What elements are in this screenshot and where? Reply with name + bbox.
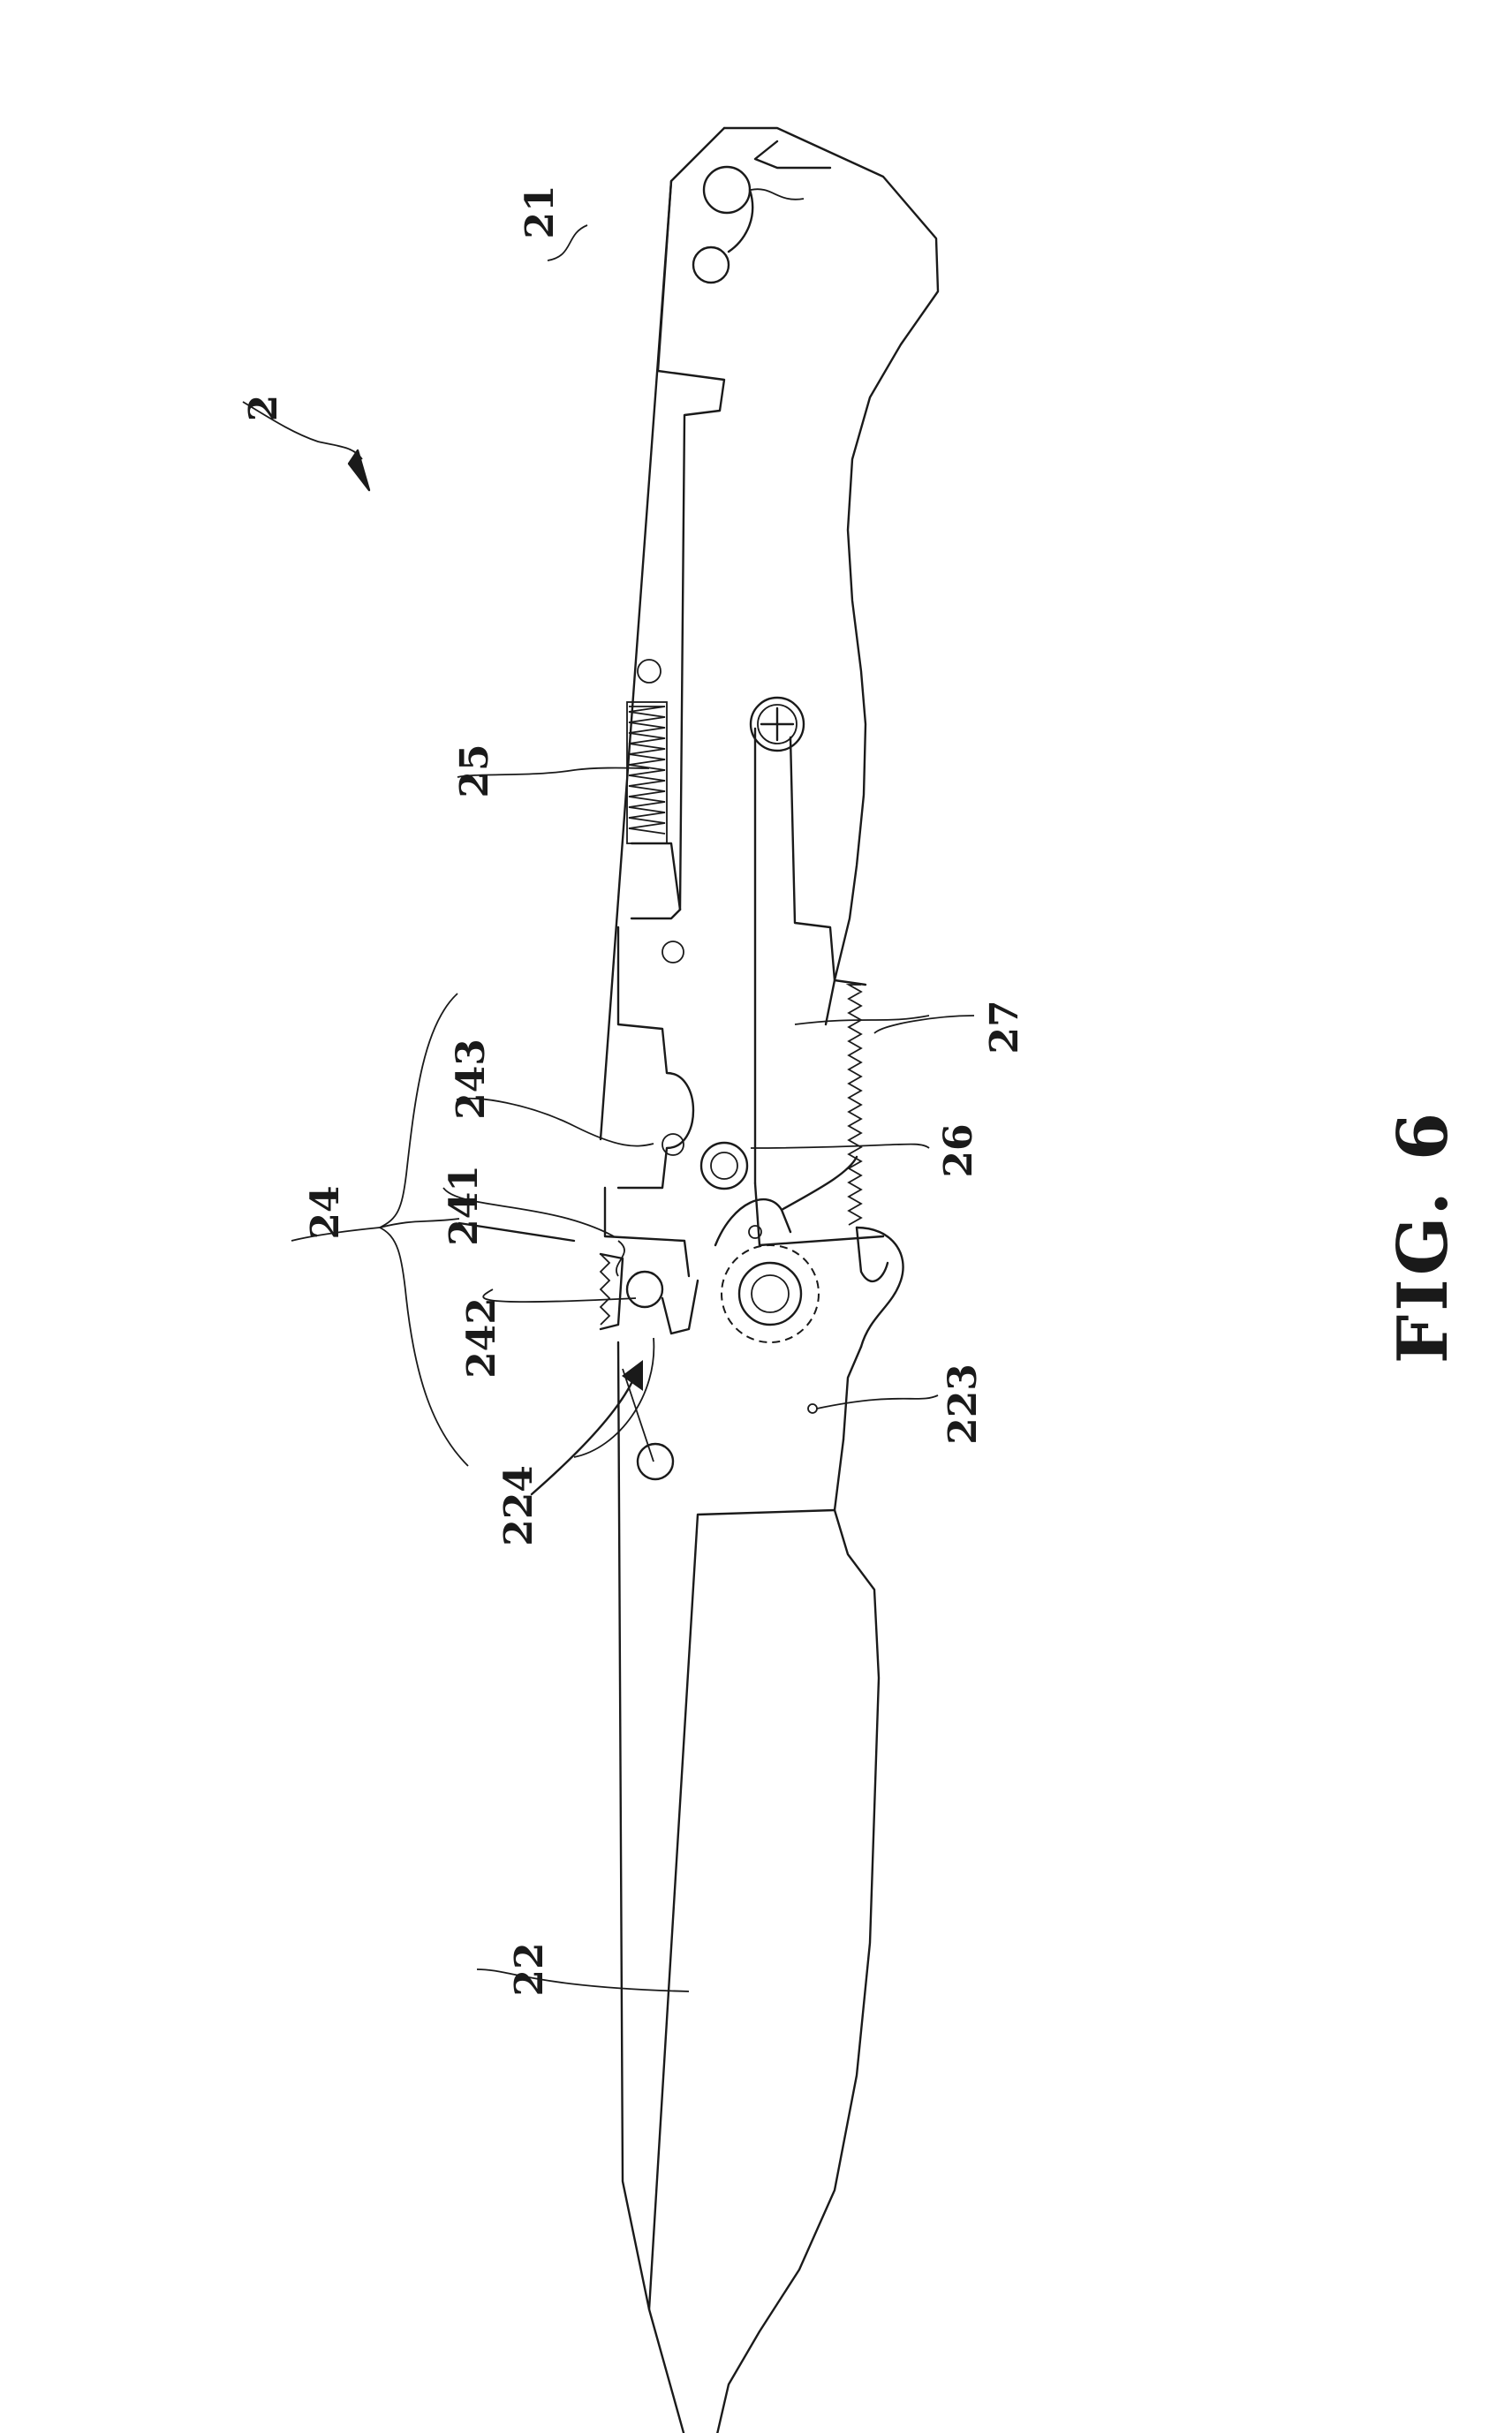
pivot — [714, 1155, 858, 1343]
ref-21: 21 — [518, 185, 563, 238]
handle-holes — [692, 165, 754, 284]
arrow-2-icon — [347, 449, 371, 492]
pin-26 — [699, 1141, 749, 1190]
serrated-lever — [753, 727, 885, 1247]
leader-lines — [242, 188, 975, 1992]
lock-assembly — [599, 1186, 699, 1335]
figure-caption: FIG. 6 — [1383, 1109, 1463, 1364]
screw-icon — [749, 696, 805, 752]
ref-24: 24 — [303, 1185, 348, 1239]
ref-2: 2 — [241, 395, 286, 422]
ref-241: 241 — [442, 1165, 487, 1246]
ref-27: 27 — [982, 1000, 1027, 1054]
ref-223: 223 — [941, 1364, 986, 1445]
handle-body — [599, 126, 940, 1141]
ref-243: 243 — [449, 1039, 494, 1120]
ref-25: 25 — [452, 744, 497, 797]
ref-26: 26 — [936, 1123, 981, 1177]
arrow-224-icon — [530, 1360, 643, 1496]
ref-242: 242 — [459, 1297, 504, 1379]
blade — [616, 1341, 881, 2433]
ref-22: 22 — [507, 1942, 552, 1996]
bracket-24 — [291, 993, 576, 1467]
coil-spring — [626, 701, 668, 844]
flipper-tab — [842, 1226, 904, 1441]
ref-224: 224 — [496, 1465, 541, 1546]
